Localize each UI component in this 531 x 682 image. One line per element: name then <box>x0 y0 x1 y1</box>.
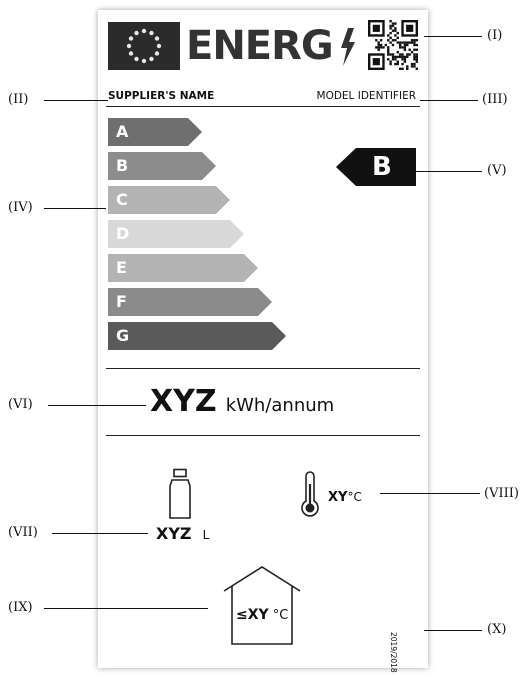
volume-value: XYZ <box>156 524 192 543</box>
lightning-icon <box>341 28 355 66</box>
scale-arrow-b <box>108 152 216 180</box>
leader-I <box>424 36 482 37</box>
supplier-name: SUPPLIER'S NAME <box>108 90 215 102</box>
volume-unit: L <box>202 528 210 542</box>
scale-arrow-a <box>108 118 202 146</box>
scale-letter-g: G <box>116 326 130 345</box>
rating-arrow-icon <box>336 148 416 186</box>
callout-I: (I) <box>487 28 503 43</box>
energy-logo: ENERG <box>186 23 334 69</box>
callout-IV: (IV) <box>8 200 33 215</box>
volume: XYZ L <box>156 524 209 543</box>
eu-star-icon <box>156 43 162 49</box>
scale-arrow-d <box>108 220 244 248</box>
eu-flag-icon <box>108 22 180 70</box>
eu-star-icon <box>149 56 154 62</box>
scale-arrow-f <box>108 288 272 316</box>
scale-letter-f: F <box>116 292 127 311</box>
eu-star-icon <box>154 51 160 56</box>
min-ambient-temperature: ≤XY °C <box>236 604 288 623</box>
leader-IX <box>44 608 208 609</box>
scale-letter-d: D <box>116 224 130 243</box>
divider-mid-2 <box>106 435 420 436</box>
temperature-unit: °C <box>347 490 362 504</box>
scale-letter-a: A <box>116 122 129 141</box>
scale-arrow-g <box>108 322 286 350</box>
leader-II <box>44 100 108 101</box>
callout-VII: (VII) <box>8 525 38 540</box>
eu-star-icon <box>134 30 139 36</box>
eu-star-icon <box>149 30 154 36</box>
eu-star-icon <box>134 56 139 62</box>
consumption: XYZ kWh/annum <box>150 384 334 419</box>
leader-III <box>420 100 478 101</box>
rating-letter: B <box>372 152 392 182</box>
regulation-number: 2019/2018 <box>389 632 398 673</box>
scale-arrow-e <box>108 254 258 282</box>
divider-top <box>106 106 420 107</box>
leader-VIII <box>380 493 480 494</box>
callout-V: (V) <box>487 163 507 178</box>
eu-star-icon <box>154 36 160 41</box>
energy-logo-text: ENERG <box>186 23 334 69</box>
leader-VII <box>52 533 148 534</box>
leader-V <box>416 171 482 172</box>
scale-arrow-c <box>108 186 230 214</box>
eu-star-icon <box>141 58 147 64</box>
scale-letter-c: C <box>116 190 128 209</box>
divider-mid-1 <box>106 368 420 369</box>
consumption-unit: kWh/annum <box>225 395 335 416</box>
callout-III: (III) <box>482 92 508 107</box>
eu-star-icon <box>128 51 134 56</box>
scale-bar-a: A <box>108 118 202 146</box>
bottle-icon <box>169 468 191 519</box>
rating-indicator: B <box>336 148 416 186</box>
leader-IV <box>44 208 106 209</box>
callout-VIII: (VIII) <box>484 486 519 501</box>
temperature: XY°C <box>328 486 362 505</box>
scale-bar-d: D <box>108 220 244 248</box>
eu-star-icon <box>126 43 132 49</box>
min-ambient-unit: °C <box>268 608 289 623</box>
scale-letter-b: B <box>116 156 129 175</box>
callout-II: (II) <box>8 92 29 107</box>
eu-star-icon <box>128 36 134 41</box>
scale-bar-f: F <box>108 288 272 316</box>
eu-star-icon <box>141 28 147 34</box>
house-icon <box>223 566 301 645</box>
consumption-value: XYZ <box>150 384 217 419</box>
qr-code-icon <box>368 20 418 70</box>
callout-X: (X) <box>487 622 507 637</box>
energy-label: ENERG SUPPLIER'S NAME MODEL IDENTIFIER A… <box>98 10 428 673</box>
callout-IX: (IX) <box>8 600 33 615</box>
callout-VI: (VI) <box>8 397 33 412</box>
min-ambient-prefix: ≤ <box>236 607 248 623</box>
scale-bar-g: G <box>108 322 286 350</box>
model-identifier: MODEL IDENTIFIER <box>316 90 416 102</box>
leader-X <box>424 630 482 631</box>
scale-bar-e: E <box>108 254 258 282</box>
scale-letter-e: E <box>116 258 127 277</box>
leader-VI <box>48 405 146 406</box>
thermometer-icon <box>301 471 319 517</box>
temperature-value: XY <box>328 490 348 505</box>
scale-bar-c: C <box>108 186 230 214</box>
min-ambient-value: XY <box>247 607 269 623</box>
scale-bar-b: B <box>108 152 216 180</box>
